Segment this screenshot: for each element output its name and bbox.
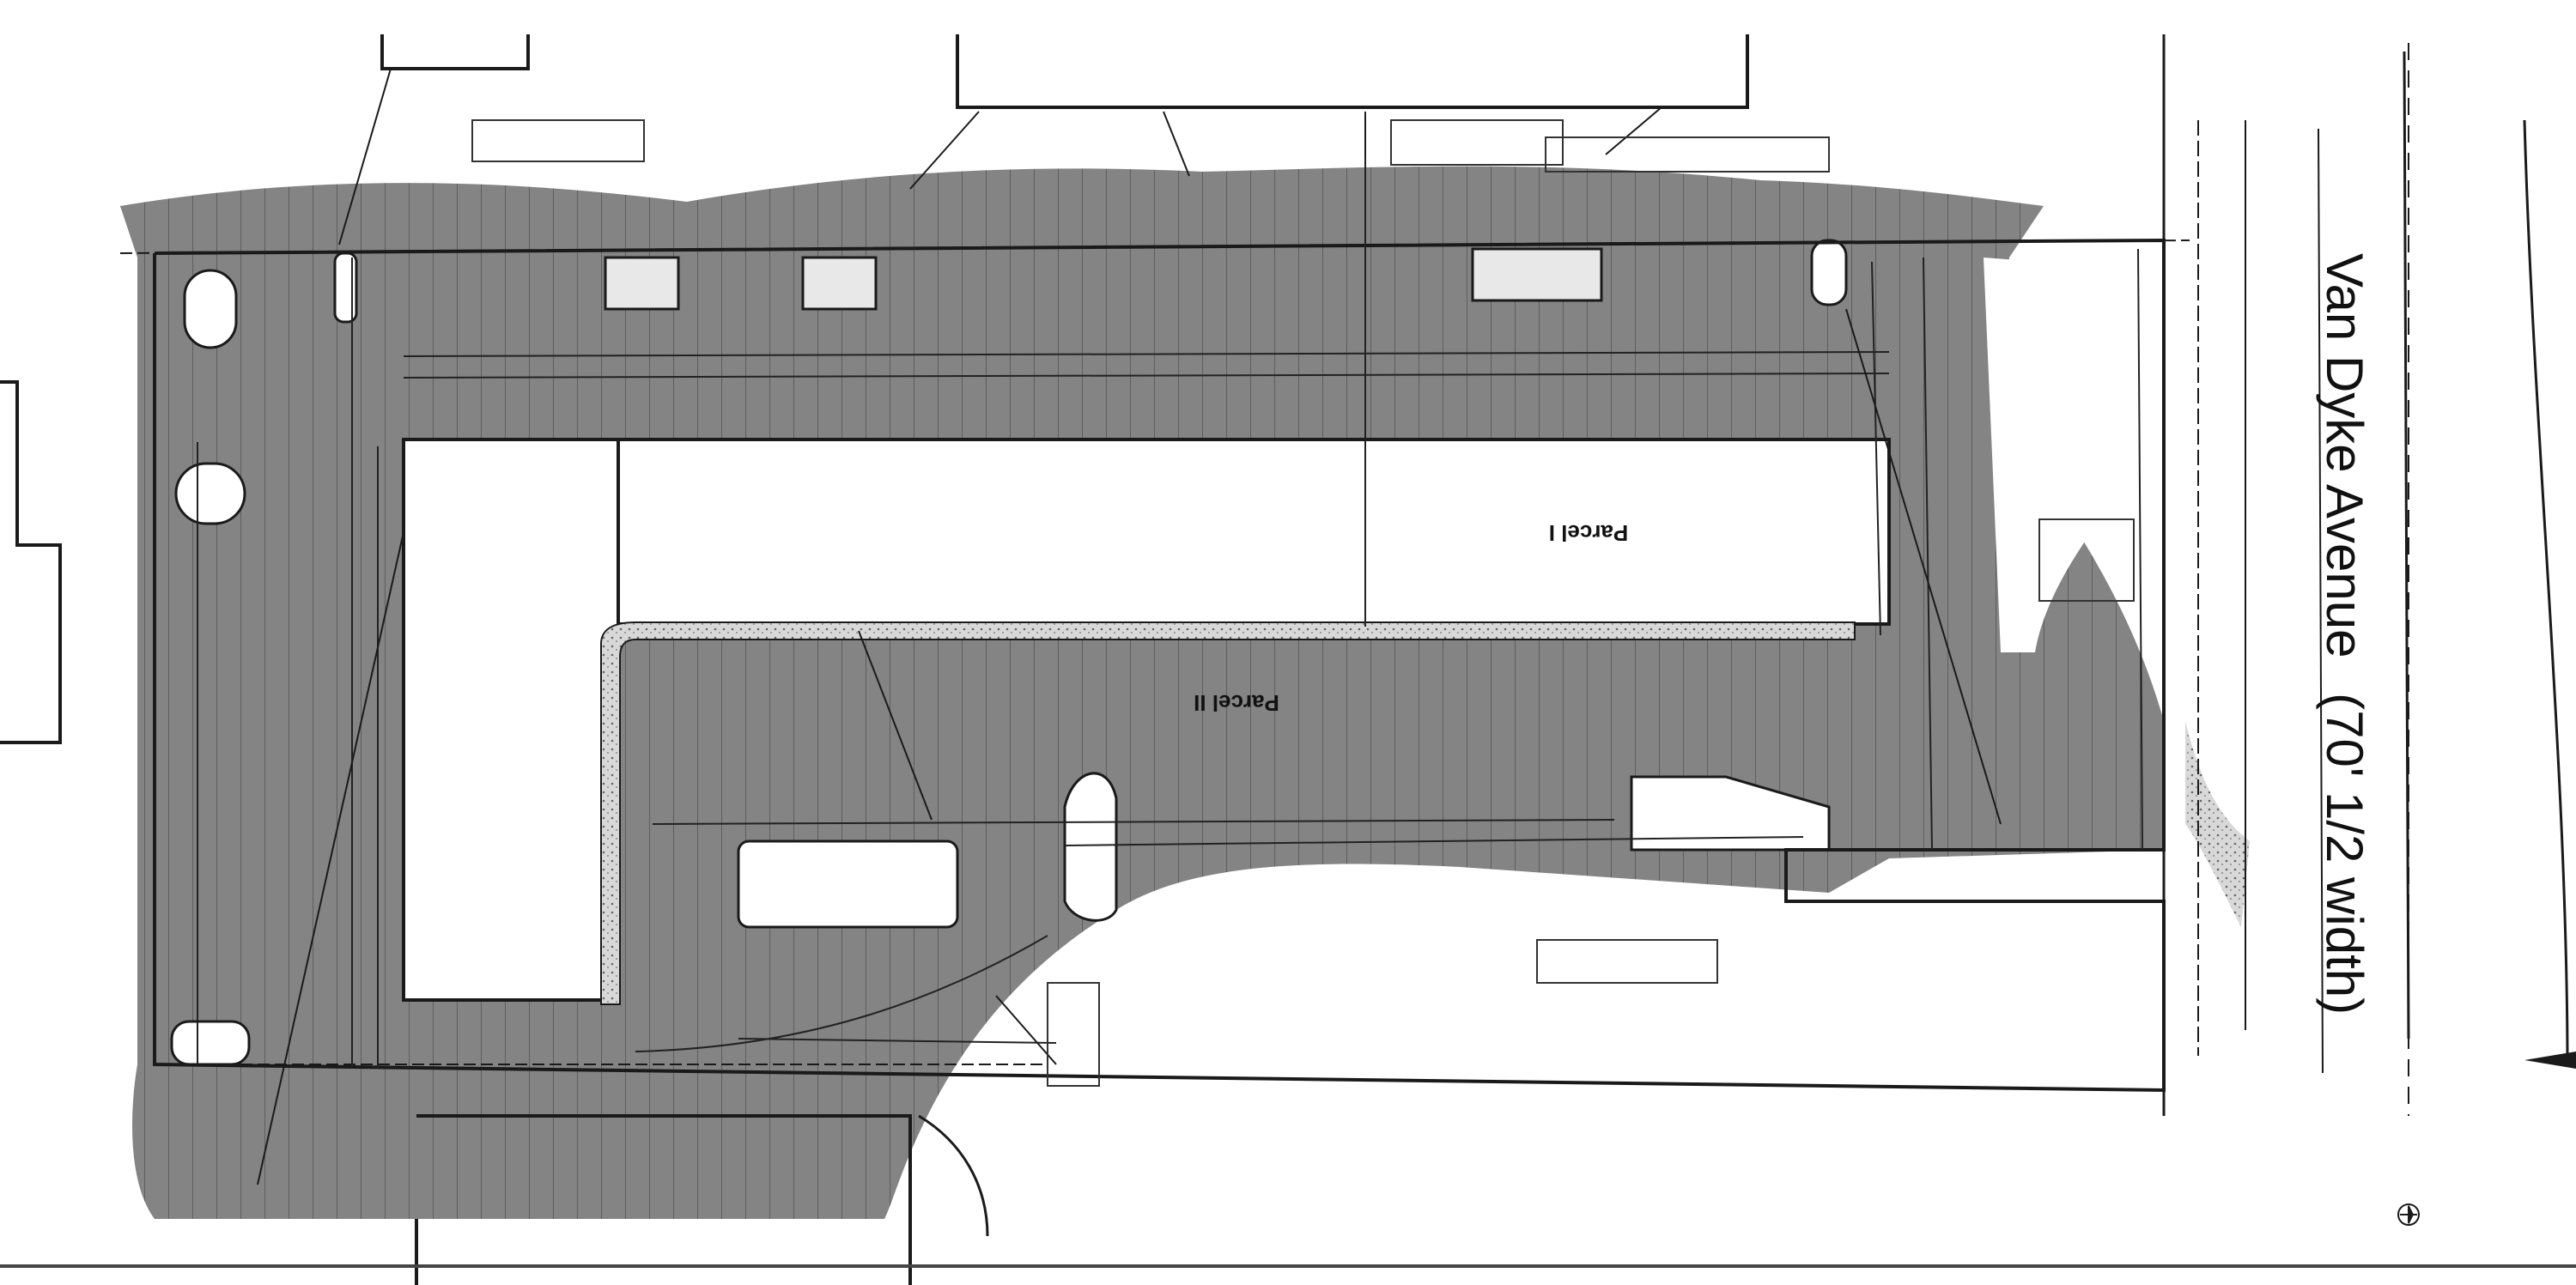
road-name: Van Dyke Avenue (70' 1/2 width) <box>2316 253 2373 1015</box>
parking-aisle-lines <box>197 112 2143 1069</box>
planter-ne <box>1810 239 1848 306</box>
paved-area <box>120 166 2164 1219</box>
building-footprint-lower <box>402 438 620 1002</box>
road-width-note: (70' 1/2 width) <box>2316 693 2373 1015</box>
parcel-label-ii: Parcel II <box>1194 690 1279 716</box>
curb-strip <box>600 621 1856 1005</box>
adjacent-building-west <box>0 380 62 744</box>
entrance-median <box>1984 258 2104 652</box>
planter-nw <box>183 269 238 349</box>
dumpster-pad-2 <box>801 256 878 311</box>
north-setback-line <box>119 239 2190 254</box>
dumpster-pad-3 <box>1471 247 1603 302</box>
adjacent-driveway-curve <box>918 1114 989 1237</box>
dumpster-pad-1 <box>604 256 680 311</box>
adjacent-building-north-1 <box>380 34 530 70</box>
callout-leaders <box>257 68 2002 1185</box>
road-name-text: Van Dyke Avenue <box>2316 253 2373 658</box>
van-dyke-row-lines <box>2162 34 2569 1116</box>
note-blocks <box>471 119 2135 1087</box>
drive-thru-island <box>737 839 959 929</box>
arrow-marker-right-edge <box>2524 1052 2576 1069</box>
adjacent-building-north-2 <box>956 34 1749 109</box>
building-footprint-upper <box>402 438 1891 626</box>
planter-n <box>333 252 358 324</box>
planter-island-south <box>1063 772 1118 922</box>
van-dyke-landscape-strip <box>2185 721 2250 927</box>
north-arrow-icon <box>2397 1203 2420 1226</box>
planter-sw <box>170 1020 251 1066</box>
adjacent-building-south <box>415 1114 912 1285</box>
parcel-label-i: Parcel I <box>1549 520 1629 546</box>
planter-island-east <box>1630 775 1831 852</box>
planter-w <box>174 462 246 525</box>
